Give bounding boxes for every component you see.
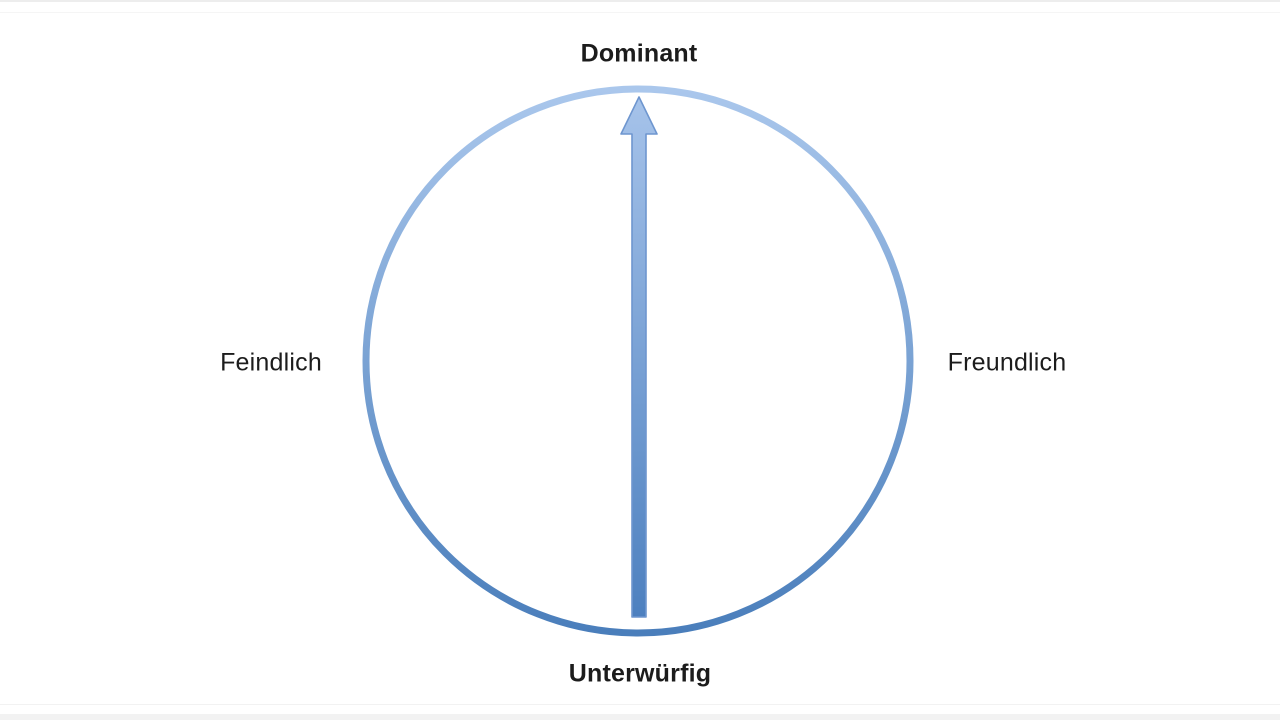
frame-artifact-line <box>0 0 1280 2</box>
circumplex-circle <box>362 85 914 637</box>
axis-label-feindlich: Feindlich <box>220 348 322 377</box>
frame-artifact-band <box>0 714 1280 720</box>
axis-label-dominant: Dominant <box>580 39 698 68</box>
frame-artifact-line <box>0 12 1280 13</box>
frame-artifact-line <box>0 704 1280 705</box>
up-arrow-icon <box>620 96 658 618</box>
axis-label-freundlich: Freundlich <box>947 348 1067 377</box>
axis-label-unterwuerfig: Unterwürfig <box>568 659 712 688</box>
